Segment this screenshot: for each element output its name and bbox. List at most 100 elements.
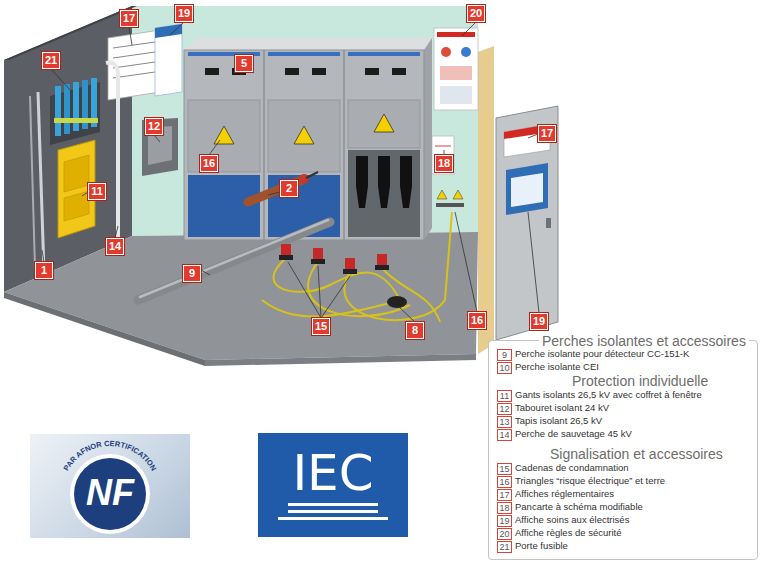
legend-number: 21 <box>498 542 511 552</box>
item-description: Gants isolants 26,5 kV avec coffret à fe… <box>515 389 755 401</box>
indicator <box>365 68 379 75</box>
earth-clamp <box>377 254 387 266</box>
door <box>496 106 558 340</box>
earth-cable <box>262 300 395 317</box>
callout-number: 8 <box>406 322 424 339</box>
callout-number: 17 <box>121 11 137 25</box>
poster-symbol <box>440 86 472 104</box>
fuse-holder <box>64 84 70 134</box>
callout-number: 16 <box>469 313 485 327</box>
callout-number: 1 <box>36 263 52 277</box>
leader-line <box>51 69 72 92</box>
cabinet-stripe <box>268 52 340 56</box>
leader-line <box>201 270 210 275</box>
legend-number: 19 <box>498 516 511 526</box>
legend-number: 10 <box>497 362 512 374</box>
cabinet-side <box>424 38 432 240</box>
poster-line <box>435 146 451 147</box>
leader-line <box>209 140 220 155</box>
cabinet-panel <box>188 100 260 172</box>
side-wall <box>478 46 494 354</box>
poster-symbol <box>441 47 451 57</box>
poster-line <box>113 62 155 68</box>
callout-number: 12 <box>145 118 163 135</box>
item-description: Pancarte à schéma modifiable <box>515 501 755 513</box>
callout-number: 16 <box>201 156 217 170</box>
door-poster-inner <box>511 173 543 207</box>
poster-band <box>155 24 182 38</box>
callout-number: 9 <box>183 265 201 282</box>
leader-line <box>528 134 538 138</box>
legend-number: 11 <box>497 390 512 402</box>
legend-number: 12 <box>498 404 511 414</box>
glove-box-window <box>64 155 89 192</box>
callout-number: 15 <box>312 318 330 335</box>
insulating-pole <box>30 96 35 268</box>
legend-number: 11 <box>498 391 511 401</box>
leader-line <box>399 307 415 322</box>
callout-number: 17 <box>120 10 138 27</box>
cabinet-open-bay <box>348 150 420 237</box>
leader-line <box>528 212 539 313</box>
indicator <box>285 68 299 75</box>
earth-clamp <box>313 248 323 260</box>
callout-number: 19 <box>531 314 547 328</box>
earth-bar <box>436 203 464 207</box>
earth-clamp-base <box>279 255 293 260</box>
iec-line <box>278 517 388 520</box>
item-description: Triangles “risque électrique” et terre <box>515 475 755 487</box>
legend-number: 20 <box>497 528 512 540</box>
earth-triangle <box>453 190 463 199</box>
callout-number: 11 <box>89 184 105 198</box>
callout-number: 11 <box>88 183 106 200</box>
leader-line <box>42 250 44 262</box>
callout-number: 18 <box>436 156 452 170</box>
iec-logo: IEC <box>258 433 408 537</box>
legend-number: 19 <box>497 515 512 527</box>
callout-number: 21 <box>42 52 60 69</box>
callout-number: 16 <box>200 155 218 172</box>
item-description: Porte fusible <box>515 540 755 552</box>
earth-clamp-base <box>375 265 389 270</box>
poster-line <box>113 52 155 58</box>
fuse-holder <box>55 86 61 136</box>
warning-triangle <box>374 114 394 132</box>
callout-number: 5 <box>236 56 252 70</box>
callout-number: 18 <box>435 155 453 172</box>
earth-connector <box>387 296 407 308</box>
callout-number: 17 <box>539 126 555 140</box>
callout-number: 19 <box>176 6 192 20</box>
floor-edge <box>4 292 205 366</box>
callout-number: 19 <box>175 5 193 22</box>
leader-line <box>42 22 539 322</box>
legend-number: 17 <box>497 489 512 501</box>
floor <box>4 232 478 360</box>
legend-number: 15 <box>498 464 511 474</box>
earth-clamp <box>345 258 355 270</box>
nf-logo: PAR AFNOR CERTIFICATIONNF <box>30 434 190 538</box>
iec-line <box>288 510 378 513</box>
item-description: Perche isolante CEI <box>515 361 755 373</box>
rescue-hook <box>106 63 118 246</box>
poster <box>432 136 454 174</box>
insulating-pole <box>38 92 44 272</box>
certification-text: PAR AFNOR CERTIFICATION <box>62 439 159 472</box>
cabinet-panel <box>268 100 340 172</box>
leader-line <box>129 27 132 45</box>
voltage-detector <box>248 180 302 202</box>
earth-clamp <box>281 244 291 256</box>
leader-line <box>268 192 280 195</box>
item-description: Affiches réglementaires <box>515 488 755 500</box>
item-description: Affiche soins aux électrisés <box>515 514 755 526</box>
legend-number: 20 <box>498 529 511 539</box>
leader-line <box>115 226 118 238</box>
leader-line <box>154 135 160 142</box>
indicator <box>312 68 326 75</box>
indicator <box>205 68 219 75</box>
earth-cable <box>344 212 452 320</box>
leader-line <box>318 266 321 318</box>
callout-number: 9 <box>184 266 200 280</box>
legend-number: 15 <box>497 463 512 475</box>
logo-text: IEC <box>258 445 408 501</box>
legend-number: 13 <box>497 416 512 428</box>
